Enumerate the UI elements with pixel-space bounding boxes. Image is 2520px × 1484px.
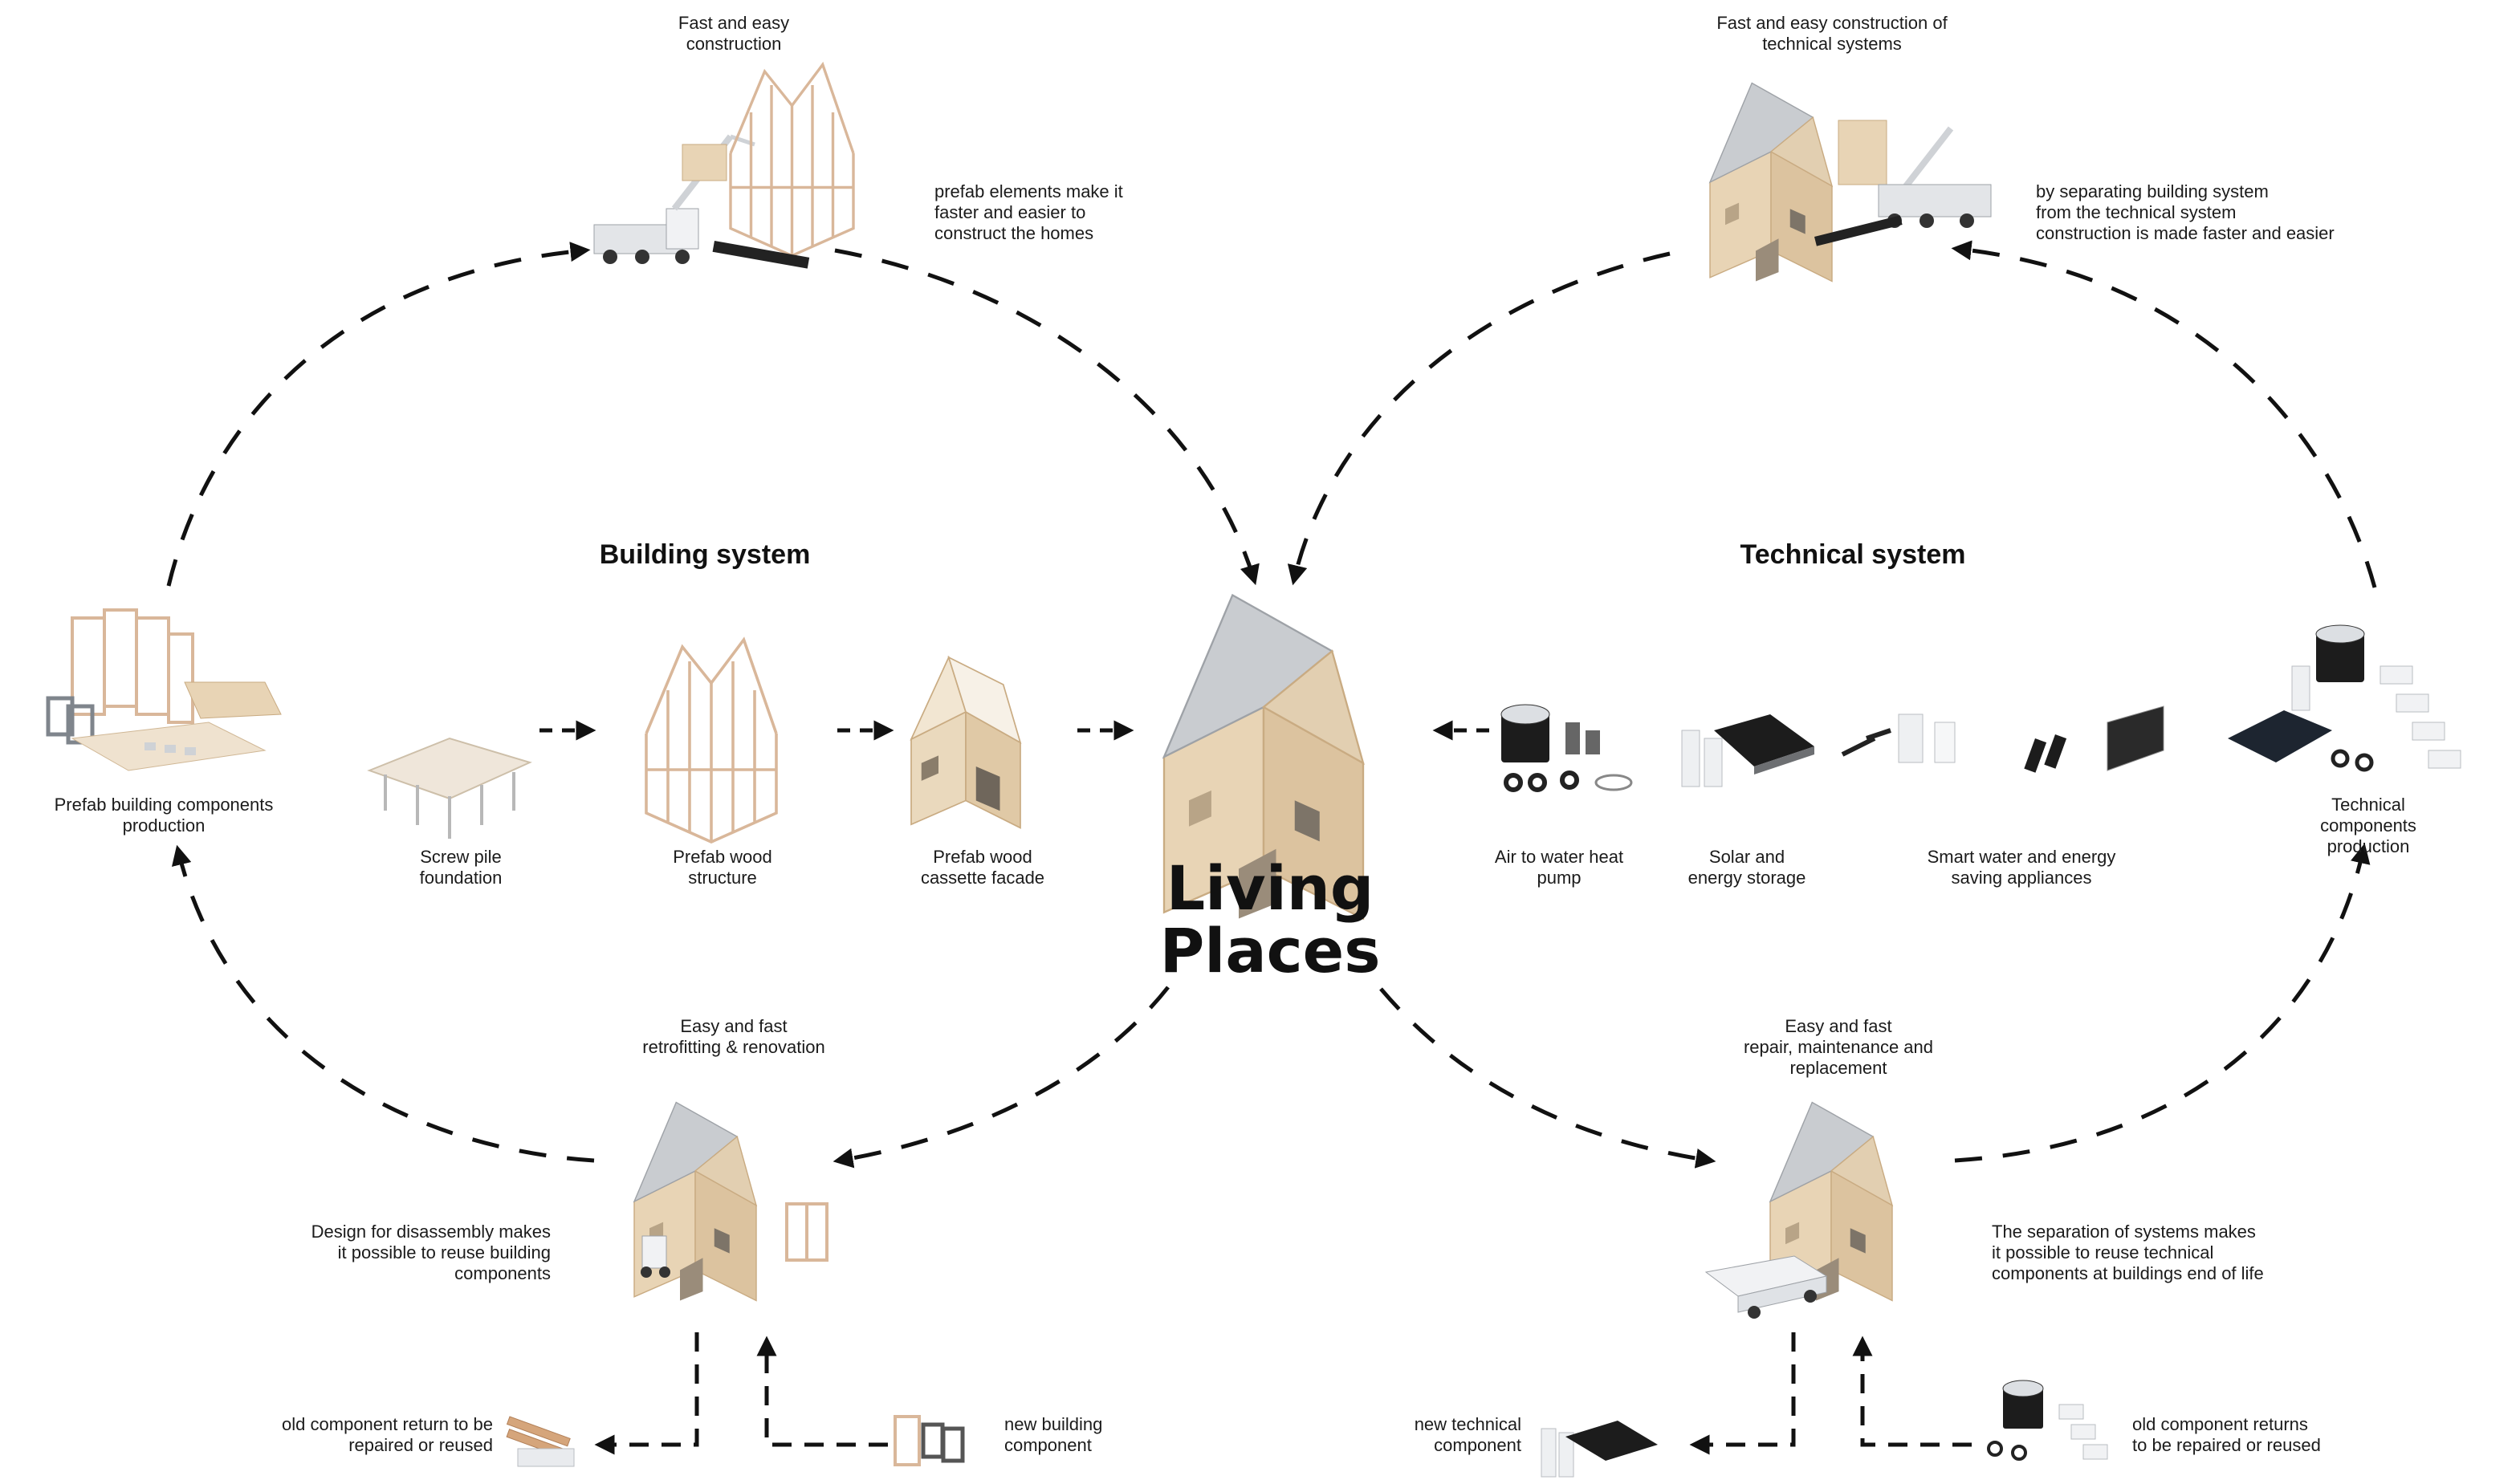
repair-note: The separation of systems makes it possi…	[1992, 1222, 2264, 1283]
technical-system-heading: Technical system	[1740, 539, 1966, 570]
item-appliances-label: Smart water and energy saving appliances	[1927, 847, 2116, 888]
title-line-1: Living	[1166, 852, 1374, 924]
arc-living-to-retrofit	[833, 986, 1170, 1169]
retrofit-note: Design for disassembly makes it possible…	[311, 1222, 551, 1283]
facade-icon	[910, 655, 1022, 829]
wood-frame-icon	[645, 638, 778, 844]
arrow-old-building-component	[594, 1332, 699, 1455]
retrofit-title: Easy and fast retrofitting & renovation	[642, 1016, 825, 1057]
item-solar-label: Solar and energy storage	[1687, 847, 1806, 888]
old-building-component-icon	[506, 1416, 575, 1467]
truck-crane-construction-icon	[593, 63, 855, 269]
arc-repair-to-tech-production	[1954, 843, 2371, 1163]
new-technical-component-label: new technical component	[1414, 1414, 1521, 1455]
new-building-component-label: new building component	[1004, 1414, 1103, 1455]
arc-living-to-repair	[1379, 987, 1716, 1169]
building-construction-title: Fast and easy construction	[678, 13, 790, 54]
arc-tech-construction-to-living	[1287, 251, 1671, 586]
van-icon	[1704, 1255, 1828, 1319]
technical-construction-note: by separating building system from the t…	[2036, 181, 2335, 243]
arc-construction-to-living	[834, 248, 1260, 586]
old-building-component-label: old component return to be repaired or r…	[282, 1414, 493, 1455]
retrofit-house-icon	[633, 1101, 757, 1302]
technical-construction-title: Fast and easy construction of technical …	[1716, 13, 1948, 54]
solar-panel-icon	[1681, 714, 1814, 787]
prefab-components-icon	[46, 608, 282, 771]
item-heat-pump-label: Air to water heat pump	[1494, 847, 1624, 888]
old-technical-component-label: old component returns to be repaired or …	[2132, 1414, 2321, 1455]
technical-components-icon	[2228, 624, 2461, 772]
new-technical-component-icon	[1541, 1421, 1658, 1478]
technical-construction-icon	[1709, 82, 1992, 283]
heat-pump-icon	[1500, 704, 1633, 792]
building-construction-note: prefab elements make it faster and easie…	[934, 181, 1123, 243]
old-technical-component-icon	[1987, 1380, 2108, 1461]
building-production-label: Prefab building components production	[54, 795, 274, 836]
step-structure-label: Prefab wood structure	[673, 847, 772, 888]
step-foundation-label: Screw pile foundation	[419, 847, 503, 888]
arrow-new-building-component	[756, 1336, 888, 1447]
new-building-component-icon	[894, 1415, 965, 1466]
new-panel-icon	[785, 1202, 828, 1262]
technical-production-label: Technical components production	[2320, 795, 2416, 856]
arrow-old-technical-component	[1852, 1336, 1972, 1447]
title-line-2: Places	[1159, 915, 1381, 986]
arrow-new-technical-component	[1689, 1332, 1796, 1455]
appliances-icon	[1841, 705, 2164, 773]
step-facade-label: Prefab wood cassette facade	[920, 847, 1045, 888]
forklift-icon	[641, 1235, 670, 1278]
living-places-title: Living Places	[1160, 857, 1381, 982]
arc-tech-production-to-construction	[1951, 240, 2377, 588]
repair-title: Easy and fast repair, maintenance and re…	[1743, 1016, 1934, 1078]
pile-foundation-icon	[367, 737, 532, 839]
arc-retrofit-to-production	[171, 844, 595, 1163]
building-system-heading: Building system	[599, 539, 811, 570]
arc-production-to-construction	[166, 242, 591, 587]
